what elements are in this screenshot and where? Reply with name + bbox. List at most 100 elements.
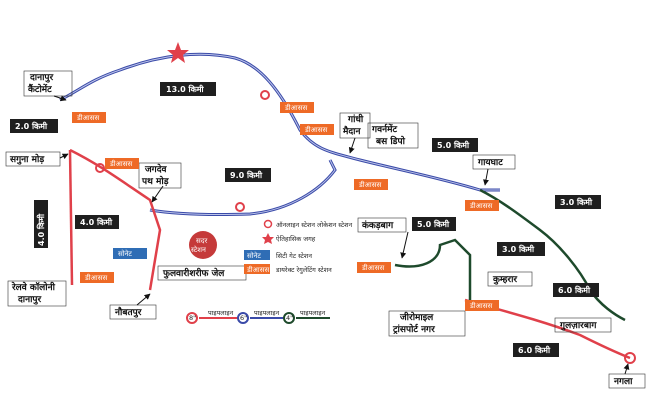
box-kankar [357, 217, 407, 233]
box-nagla [608, 373, 646, 389]
svg-text:पाइपलाइन: पाइपलाइन [208, 309, 234, 317]
km-box-4: 4.0 किमी [75, 215, 119, 229]
km-box-3-a: 3.0 किमी [497, 242, 545, 256]
label-sadar-station-2: स्टेशन [191, 245, 206, 254]
label-kumhrar: कुम्हरार [492, 275, 517, 285]
svg-text:डीआसस: डीआसस [304, 125, 327, 134]
drs-tag: डीआसस [72, 112, 106, 123]
km-box-13: 13.0 किमी [160, 82, 216, 96]
box-govt [367, 122, 419, 149]
pointer-arrow [59, 153, 69, 160]
km-box-4-vertical: 4.0 किमी [34, 200, 48, 248]
svg-text:3.0 किमी: 3.0 किमी [560, 197, 593, 207]
pointer-arrow [483, 168, 489, 186]
drs-tag: डीआसस [465, 300, 499, 311]
label-govt-bus-depot-2: बस डिपो [375, 135, 406, 147]
label-nagla: नगला [613, 377, 633, 387]
svg-text:डीआसस: डीआसस [358, 180, 381, 189]
red-pipeline [69, 148, 162, 291]
svg-text:6.0 किमी: 6.0 किमी [518, 345, 551, 355]
blue-pipeline-inner [59, 53, 500, 191]
legend-city-gate: सिटी गेट स्टेशन [276, 252, 312, 260]
station-marker [624, 352, 636, 364]
blue-pipeline [59, 52, 500, 192]
svg-text:6.0 किमी: 6.0 किमी [558, 285, 591, 295]
km-box-3-b: 3.0 किमी [555, 195, 601, 209]
svg-text:8": 8" [189, 314, 196, 322]
label-railway-colony-1: रेलवे कॉलोनी [11, 281, 56, 293]
svg-text:डीआसस: डीआसस [76, 113, 99, 122]
pointer-arrow [400, 231, 409, 259]
legend-pipeline-6: 6" पाइपलाइन [237, 309, 286, 324]
box-danapur [23, 70, 73, 97]
svg-text:डीआसस: डीआसस [284, 103, 307, 112]
drs-tag: डीआसस [105, 158, 139, 169]
label-railway-colony-2: दानापुर [17, 295, 42, 305]
pointer-arrow [136, 293, 151, 306]
box-gulzar [554, 317, 612, 333]
svg-text:4.0 किमी: 4.0 किमी [36, 213, 46, 246]
svg-text:2.0 किमी: 2.0 किमी [15, 121, 48, 131]
pointer-arrow [623, 363, 630, 375]
svg-text:13.0 किमी: 13.0 किमी [166, 84, 205, 94]
legend-pipeline-8: 8" पाइपलाइन [186, 309, 246, 324]
drs-tag: डीआसस [354, 179, 388, 190]
drs-tag: डीआसस [300, 124, 334, 135]
svg-text:5.0 किमी: 5.0 किमी [417, 219, 450, 229]
label-zero-mile-2: ट्रांसपोर्ट नगर [392, 323, 435, 335]
sadar-station-marker [189, 231, 217, 259]
label-sadar-station-1: सदर [196, 237, 207, 245]
box-jagdev [138, 162, 182, 189]
label-jagdev-path-1: जगदेव [144, 163, 168, 175]
svg-text:5.0 किमी: 5.0 किमी [437, 140, 470, 150]
svg-text:4": 4" [286, 314, 293, 322]
legend-regulating: डायरेक्ट रेगुलेटिंग स्टेशन [275, 266, 332, 274]
label-govt-bus-depot-1: गवर्नमेंट [371, 123, 397, 135]
label-gulzarbagh: गुलज़ारबाग [559, 321, 597, 331]
svg-text:6": 6" [240, 314, 247, 322]
svg-text:सोनेट: सोनेट [247, 251, 261, 260]
km-box-6-a: 6.0 किमी [553, 283, 599, 297]
legend-star-icon [262, 233, 274, 244]
label-jagdev-path-2: पथ मोड़ [141, 175, 170, 187]
green-pipeline [479, 188, 626, 322]
box-saguna [5, 151, 61, 167]
historic-star-icon [167, 42, 189, 63]
label-naubatpur: नौबतपुर [114, 306, 142, 318]
km-box-9: 9.0 किमी [225, 168, 271, 182]
svg-text:डीआसस: डीआसस [469, 301, 492, 310]
label-danapur-cantt-1: दानापुर [29, 73, 54, 83]
drs-tag: डीआसस [357, 262, 391, 273]
svg-text:9.0 किमी: 9.0 किमी [230, 170, 263, 180]
box-zero [388, 310, 466, 337]
label-gaighat: गायघाट [477, 158, 503, 168]
station-marker [260, 90, 270, 100]
svg-text:सोनेट: सोनेट [118, 249, 132, 258]
km-box-5-top: 5.0 किमी [432, 138, 478, 152]
svg-text:3.0 किमी: 3.0 किमी [502, 244, 535, 254]
legend-historic: ऐतिहासिक जगह [276, 235, 316, 243]
svg-text:पाइपलाइन: पाइपलाइन [254, 309, 280, 317]
label-phulwari-jail: फुलवारीशरीफ जेल [162, 267, 225, 279]
station-marker [235, 202, 245, 212]
blue-pipeline-loop-inner [149, 159, 336, 216]
km-box-6-b: 6.0 किमी [513, 343, 559, 357]
label-danapur-cantt-2: कैंटोमेंट [27, 83, 52, 95]
box-railway [7, 280, 67, 307]
legend-pipeline-4: 4" पाइपलाइन [283, 309, 330, 324]
label-gandhi-maidan-2: मैदान [342, 125, 361, 137]
svg-text:डीआसस: डीआसस [84, 273, 107, 282]
red-pipeline-west [68, 149, 74, 286]
drs-tag: डीआसस [80, 272, 114, 283]
svg-text:डीआसस: डीआसस [246, 265, 269, 274]
km-box-2: 2.0 किमी [10, 119, 58, 133]
label-kankarbagh: कंकड़बाग [361, 220, 394, 231]
station-marker [95, 163, 105, 173]
svg-text:पाइपलाइन: पाइपलाइन [300, 309, 326, 317]
label-saguna-mod: सगुना मोड़ [9, 153, 45, 165]
svg-text:डीआसस: डीआसस [469, 201, 492, 210]
city-gate-tag: सोनेट [113, 248, 147, 259]
svg-text:डीआसस: डीआसस [361, 263, 384, 272]
